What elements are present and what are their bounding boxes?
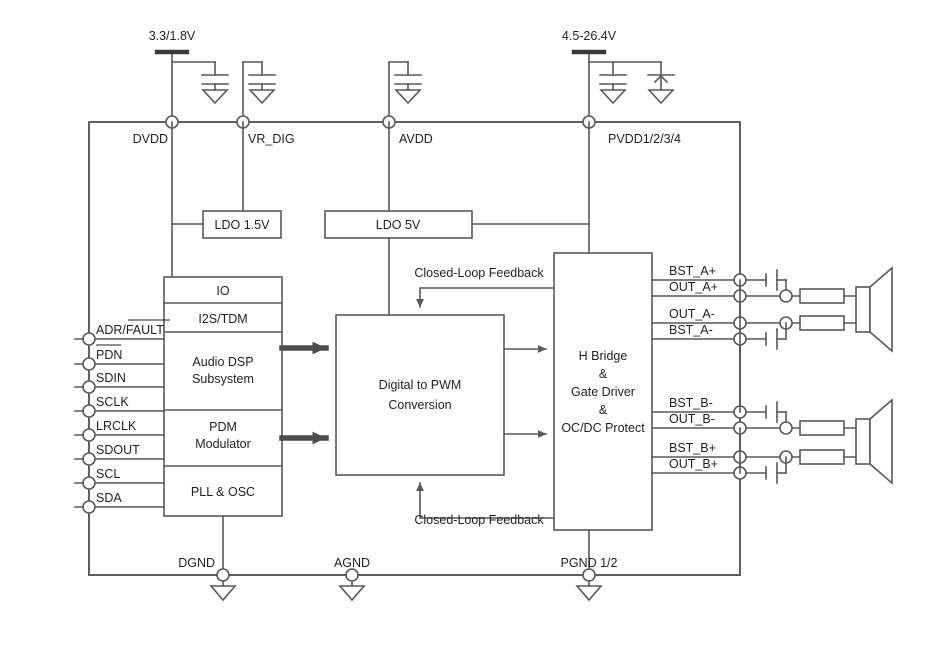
supply-dvdd (154, 49, 229, 129)
pin-label-pvdd: PVDD1/2/3/4 (608, 132, 681, 146)
speaker-b (855, 398, 893, 485)
pin-label-dvdd: DVDD (133, 132, 168, 146)
block-label-io: IO (216, 284, 229, 298)
pin-label-bst-a-minus: BST_A- (669, 323, 713, 337)
block-label-hbridge-line4: & (599, 403, 608, 417)
pwm-to-hbridge-arrows (503, 345, 547, 438)
pin-label-out-a-plus: OUT_A+ (669, 280, 718, 294)
speaker-a (855, 266, 893, 353)
feedback-bottom-path (416, 482, 555, 519)
supply-vr-dig (236, 61, 276, 129)
bootstrap-network-a (739, 269, 865, 413)
ldo-1v5-label: LDO 1.5V (215, 218, 271, 232)
pin-label-pdn: PDN (96, 348, 122, 362)
digital-stack-outline (163, 276, 283, 517)
ldo-1v5-box (202, 210, 282, 239)
ground-label-dgnd: DGND (178, 556, 215, 570)
hbridge-block (553, 252, 653, 531)
supply-pvdd (571, 49, 675, 129)
pin-label-bst-b-plus: BST_B+ (669, 441, 716, 455)
block-label-hbridge-line1: H Bridge (579, 349, 628, 363)
ground-label-pgnd: PGND 1/2 (561, 556, 618, 570)
block-label-hbridge-line2: & (599, 367, 608, 381)
block-label-hbridge-line3: Gate Driver (571, 385, 635, 399)
block-label-pwm-line1: Digital to PWM (379, 378, 462, 392)
pin-label-out-b-plus: OUT_B+ (669, 457, 718, 471)
pin-label-bst-b-minus: BST_B- (669, 396, 713, 410)
pin-label-sclk: SCLK (96, 395, 129, 409)
block-label-pdm-line2: Modulator (195, 437, 251, 451)
pin-label-avdd: AVDD (399, 132, 433, 146)
ground-bus (88, 515, 741, 602)
pin-label-bst-a-plus: BST_A+ (669, 264, 716, 278)
pin-label-lrclk: LRCLK (96, 419, 137, 433)
pin-label-vr-dig: VR_DIG (248, 132, 295, 146)
supply-label-pvdd-rail: 4.5-26.4V (562, 29, 617, 43)
feedback-top-path (416, 287, 555, 308)
block-label-audio-dsp-line2: Subsystem (192, 372, 254, 386)
pin-label-out-b-minus: OUT_B- (669, 412, 715, 426)
pwm-block (335, 314, 505, 476)
block-label-hbridge-line5: OC/DC Protect (561, 421, 645, 435)
block-label-pll-osc: PLL & OSC (191, 485, 255, 499)
feedback-label-bottom: Closed-Loop Feedback (414, 513, 544, 527)
supply-label-dvdd-rail: 3.3/1.8V (149, 29, 196, 43)
pin-label-sdout: SDOUT (96, 443, 140, 457)
bootstrap-network-b (739, 401, 865, 484)
block-label-pwm-line2: Conversion (388, 398, 451, 412)
block-label-audio-dsp-line1: Audio DSP (192, 355, 253, 369)
left-pin-leads (74, 332, 165, 514)
pin-label-adr-fault: ADR/FAULT (96, 323, 164, 337)
ground-label-agnd: AGND (334, 556, 370, 570)
dsp-to-pwm-arrows (279, 341, 329, 445)
pin-label-scl: SCL (96, 467, 120, 481)
feedback-label-top: Closed-Loop Feedback (414, 266, 544, 280)
block-label-i2s-tdm: I2S/TDM (198, 312, 247, 326)
block-label-pdm-line1: PDM (209, 420, 237, 434)
pin-label-sdin: SDIN (96, 371, 126, 385)
supply-avdd (382, 61, 422, 129)
ldo-5v-box (324, 210, 473, 239)
pin-label-sda: SDA (96, 491, 122, 505)
ldo-5v-label: LDO 5V (376, 218, 421, 232)
pin-label-out-a-minus: OUT_A- (669, 307, 715, 321)
